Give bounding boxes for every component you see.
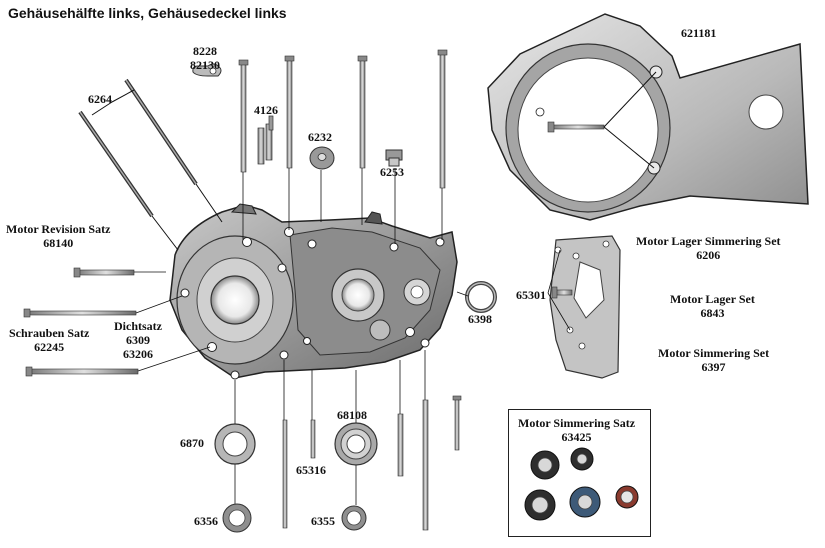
plug-6253 bbox=[385, 149, 403, 167]
seal-6355 bbox=[341, 505, 367, 531]
label-simmering-set-no: 6397 bbox=[701, 360, 726, 374]
bottom-studs bbox=[282, 395, 462, 531]
simmering-satz-seals bbox=[524, 447, 639, 521]
pins-4126 bbox=[257, 115, 274, 165]
seal-ring-6398 bbox=[465, 281, 497, 313]
vertical-screws-top bbox=[238, 49, 448, 189]
label-simmering-set-name: Motor Simmering Set bbox=[658, 346, 770, 360]
label-dichtsatz-no1: 6309 bbox=[126, 333, 150, 347]
label-dichtsatz: Dichtsatz 6309 63206 bbox=[114, 319, 162, 361]
label-65316: 65316 bbox=[296, 463, 326, 477]
diagram-title: Gehäusehälfte links, Gehäusedeckel links bbox=[8, 5, 287, 21]
label-revision-name: Motor Revision Satz bbox=[6, 222, 111, 236]
clamp-8228 bbox=[192, 63, 222, 77]
washer-6232 bbox=[309, 146, 335, 170]
label-lager-no: 6843 bbox=[700, 306, 725, 320]
label-motor-lager-set: Motor Lager Set 6843 bbox=[670, 292, 755, 320]
label-simmering-satz-no: 63425 bbox=[561, 430, 592, 444]
gasket-leaders bbox=[547, 249, 571, 331]
label-6870: 6870 bbox=[180, 436, 204, 450]
seal-6356 bbox=[222, 503, 252, 533]
label-6356: 6356 bbox=[194, 514, 218, 528]
label-6264: 6264 bbox=[88, 92, 112, 106]
label-revision-no: 68140 bbox=[43, 236, 74, 250]
label-6232: 6232 bbox=[308, 130, 332, 144]
label-6253: 6253 bbox=[380, 165, 404, 179]
label-motor-lager-simmering-set: Motor Lager Simmering Set 6206 bbox=[636, 234, 781, 262]
label-lager-simmering-name: Motor Lager Simmering Set bbox=[636, 234, 781, 248]
label-4126: 4126 bbox=[254, 103, 278, 117]
label-simmering-satz-name: Motor Simmering Satz bbox=[518, 416, 636, 430]
cover-leaders bbox=[603, 71, 657, 169]
label-dichtsatz-name: Dichtsatz bbox=[114, 319, 162, 333]
vertical-guides-top bbox=[242, 168, 443, 244]
label-65301: 65301 bbox=[516, 288, 546, 302]
simmering-satz-box bbox=[508, 409, 651, 537]
horizontal-guides-left bbox=[134, 271, 211, 372]
label-lager-simmering-no: 6206 bbox=[696, 248, 721, 262]
vertical-guides-bottom bbox=[234, 350, 426, 505]
label-dichtsatz-no2: 63206 bbox=[123, 347, 153, 361]
label-motor-simmering-satz: Motor Simmering Satz 63425 bbox=[518, 416, 635, 444]
label-8228-82130: 8228 82130 bbox=[190, 44, 220, 72]
label-schrauben-no: 62245 bbox=[34, 340, 65, 354]
crankcase-half-left bbox=[169, 203, 458, 380]
label-schrauben-satz: Schrauben Satz 62245 bbox=[9, 326, 89, 354]
label-621181: 621181 bbox=[681, 26, 717, 40]
long-bolts-6264 bbox=[78, 78, 198, 218]
label-motor-simmering-set: Motor Simmering Set 6397 bbox=[658, 346, 769, 374]
label-6398: 6398 bbox=[468, 312, 492, 326]
label-68108: 68108 bbox=[337, 408, 367, 422]
label-6355: 6355 bbox=[311, 514, 335, 528]
label-schrauben-name: Schrauben Satz bbox=[9, 326, 90, 340]
gasket-plate bbox=[549, 235, 621, 379]
label-82130: 82130 bbox=[190, 58, 220, 72]
label-lager-name: Motor Lager Set bbox=[670, 292, 755, 306]
label-motor-revision-satz: Motor Revision Satz 68140 bbox=[6, 222, 110, 250]
cover-621181 bbox=[487, 13, 809, 221]
bearing-6870 bbox=[214, 423, 256, 465]
bearing-68108 bbox=[334, 422, 378, 466]
label-8228: 8228 bbox=[193, 44, 217, 58]
leader-lines bbox=[91, 89, 223, 251]
